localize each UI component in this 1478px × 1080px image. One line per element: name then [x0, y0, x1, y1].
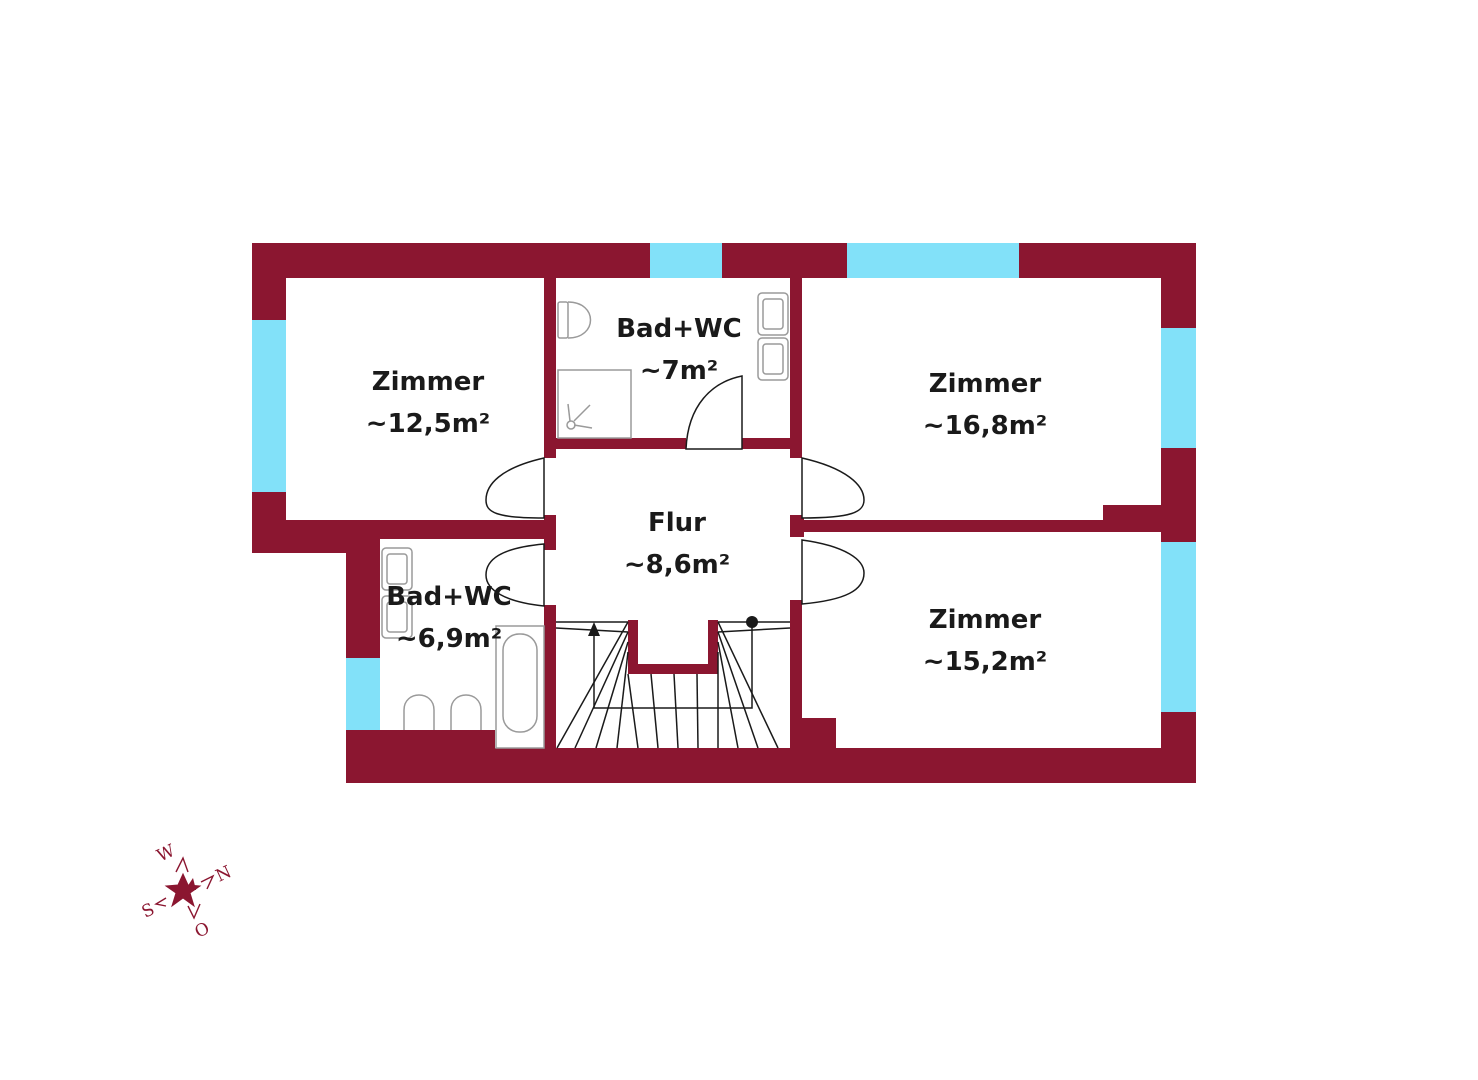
sink-icon: [381, 547, 413, 639]
door-bad-bottom: [485, 543, 545, 607]
room-bad-wc-bottom: Bad+WC ~6,9m²: [386, 582, 512, 654]
windows: [252, 243, 1196, 730]
stair-step: [717, 621, 779, 749]
toilet-icon: [403, 694, 482, 730]
window-bad-top: [650, 243, 722, 278]
door-zimmer-ne: [801, 457, 865, 519]
room-zimmer-nw: Zimmer ~12,5m²: [366, 367, 490, 439]
bathtub-icon: [495, 625, 545, 749]
stair-arrow-icon: [588, 616, 758, 709]
fixtures: [381, 292, 789, 749]
room-labels: Zimmer ~12,5m² Bad+WC ~7m² Zimmer ~16,8m² Flur…: [366, 314, 1047, 677]
door-zimmer-se: [801, 539, 865, 605]
window-bad-bottom: [346, 658, 380, 730]
compass-o-label: O: [192, 918, 213, 942]
window-zimmer-ne-side: [1161, 328, 1196, 448]
window-zimmer-ne-top: [847, 243, 1019, 278]
door-swings: [485, 375, 865, 607]
stair-step: [696, 673, 699, 749]
room-area: ~8,6m²: [624, 550, 730, 580]
stair-step: [673, 673, 679, 749]
stair-step: [556, 621, 629, 749]
compass-rose-icon: W N S O: [139, 841, 235, 943]
door-zimmer-nw: [485, 457, 545, 519]
stair-step: [627, 673, 639, 749]
room-area: ~7m²: [640, 356, 718, 386]
window-zimmer-nw: [252, 320, 286, 492]
shower-icon: [557, 369, 632, 439]
room-name: Zimmer: [372, 367, 485, 397]
compass-w-label: W: [154, 841, 179, 867]
stair-step: [595, 641, 629, 749]
toilet-icon: [557, 301, 592, 339]
room-area: ~15,2m²: [923, 647, 1047, 677]
window-zimmer-se: [1161, 542, 1196, 712]
sink-icon: [757, 292, 789, 381]
room-zimmer-ne: Zimmer ~16,8m²: [923, 369, 1047, 441]
compass-s-label: S: [139, 899, 158, 922]
room-name: Bad+WC: [386, 582, 512, 612]
stair-step: [650, 673, 659, 749]
room-area: ~16,8m²: [923, 411, 1047, 441]
room-flur: Flur ~8,6m²: [624, 508, 730, 580]
room-bad-wc-top: Bad+WC ~7m²: [616, 314, 742, 386]
door-bad-top: [685, 375, 743, 450]
stair-step: [616, 651, 629, 749]
room-name: Zimmer: [929, 369, 1042, 399]
stair-step: [717, 631, 759, 749]
room-name: Zimmer: [929, 605, 1042, 635]
walls: [252, 243, 1196, 783]
room-name: Bad+WC: [616, 314, 742, 344]
stair-step: [717, 627, 791, 633]
room-name: Flur: [648, 508, 706, 538]
staircase: [555, 621, 791, 749]
compass-n-label: N: [213, 862, 235, 886]
room-zimmer-se: Zimmer ~15,2m²: [923, 605, 1047, 677]
stair-step: [717, 641, 739, 749]
room-area: ~12,5m²: [366, 409, 490, 439]
room-area: ~6,9m²: [396, 624, 502, 654]
stair-step: [574, 631, 629, 749]
